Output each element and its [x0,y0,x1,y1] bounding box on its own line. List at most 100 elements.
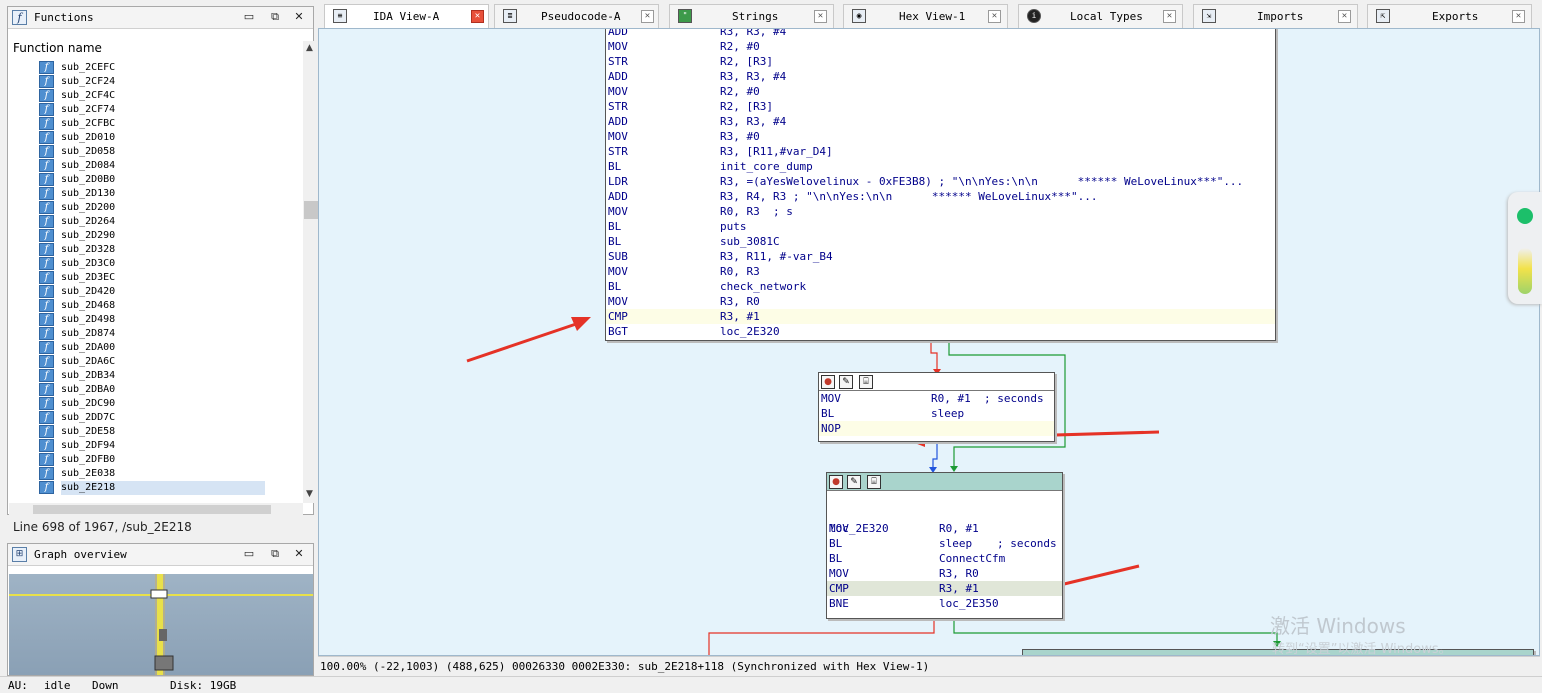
tab-exports[interactable]: ⇱ Exports ✕ [1367,4,1532,28]
close-tab-icon[interactable]: ✕ [641,10,654,23]
floating-side-widget[interactable] [1508,192,1542,304]
tab-pseudocode-a[interactable]: ≣ Pseudocode-A ✕ [494,4,659,28]
tab-hex-view-1[interactable]: ◉ Hex View-1 ✕ [843,4,1008,28]
graph-overview-canvas[interactable] [9,574,313,675]
minimize-panel-button[interactable]: ▭ [243,10,255,23]
block-label[interactable]: loc_2E320 [829,522,889,535]
close-tab-icon[interactable]: ✕ [814,10,827,23]
block-rename-icon[interactable]: ✎ [839,375,853,389]
block-color-icon[interactable]: ● [829,475,843,489]
scrollbar-thumb[interactable] [304,201,318,219]
float-overview-button[interactable]: ⧉ [271,547,279,560]
scroll-up-icon[interactable]: ▲ [306,43,313,53]
block-group-icon[interactable]: ⌸ [859,375,873,389]
close-tab-icon[interactable]: ✕ [1512,10,1525,23]
block-label-row[interactable]: loc_2E320 ; seconds [827,506,1062,550]
basic-block-partial[interactable] [1022,649,1534,655]
close-tab-icon[interactable]: ✕ [1163,10,1176,23]
block-color-icon[interactable]: ● [821,375,835,389]
close-overview-button[interactable]: ✕ [294,547,304,560]
function-name-column-header[interactable]: Function name [13,41,102,55]
tab-ida-view-a[interactable]: ≡ IDA View-A ✕ [324,4,489,29]
tab-strings[interactable]: " Strings ✕ [669,4,834,28]
close-tab-icon[interactable]: ✕ [1338,10,1351,23]
close-tab-icon[interactable]: ✕ [471,10,484,23]
block-group-icon[interactable]: ⌸ [867,475,881,489]
horizontal-scrollbar-thumb[interactable] [33,505,271,514]
tab-local-types[interactable]: i Local Types ✕ [1018,4,1183,28]
float-panel-button[interactable]: ⧉ [271,10,279,23]
close-tab-icon[interactable]: ✕ [988,10,1001,23]
minimize-overview-button[interactable]: ▭ [243,547,255,560]
horizontal-scrollbar[interactable] [9,503,303,516]
tab-imports[interactable]: ⇲ Imports ✕ [1193,4,1358,28]
scroll-down-icon[interactable]: ▼ [306,489,313,499]
vertical-scrollbar[interactable]: ▲ ▼ [303,41,319,503]
